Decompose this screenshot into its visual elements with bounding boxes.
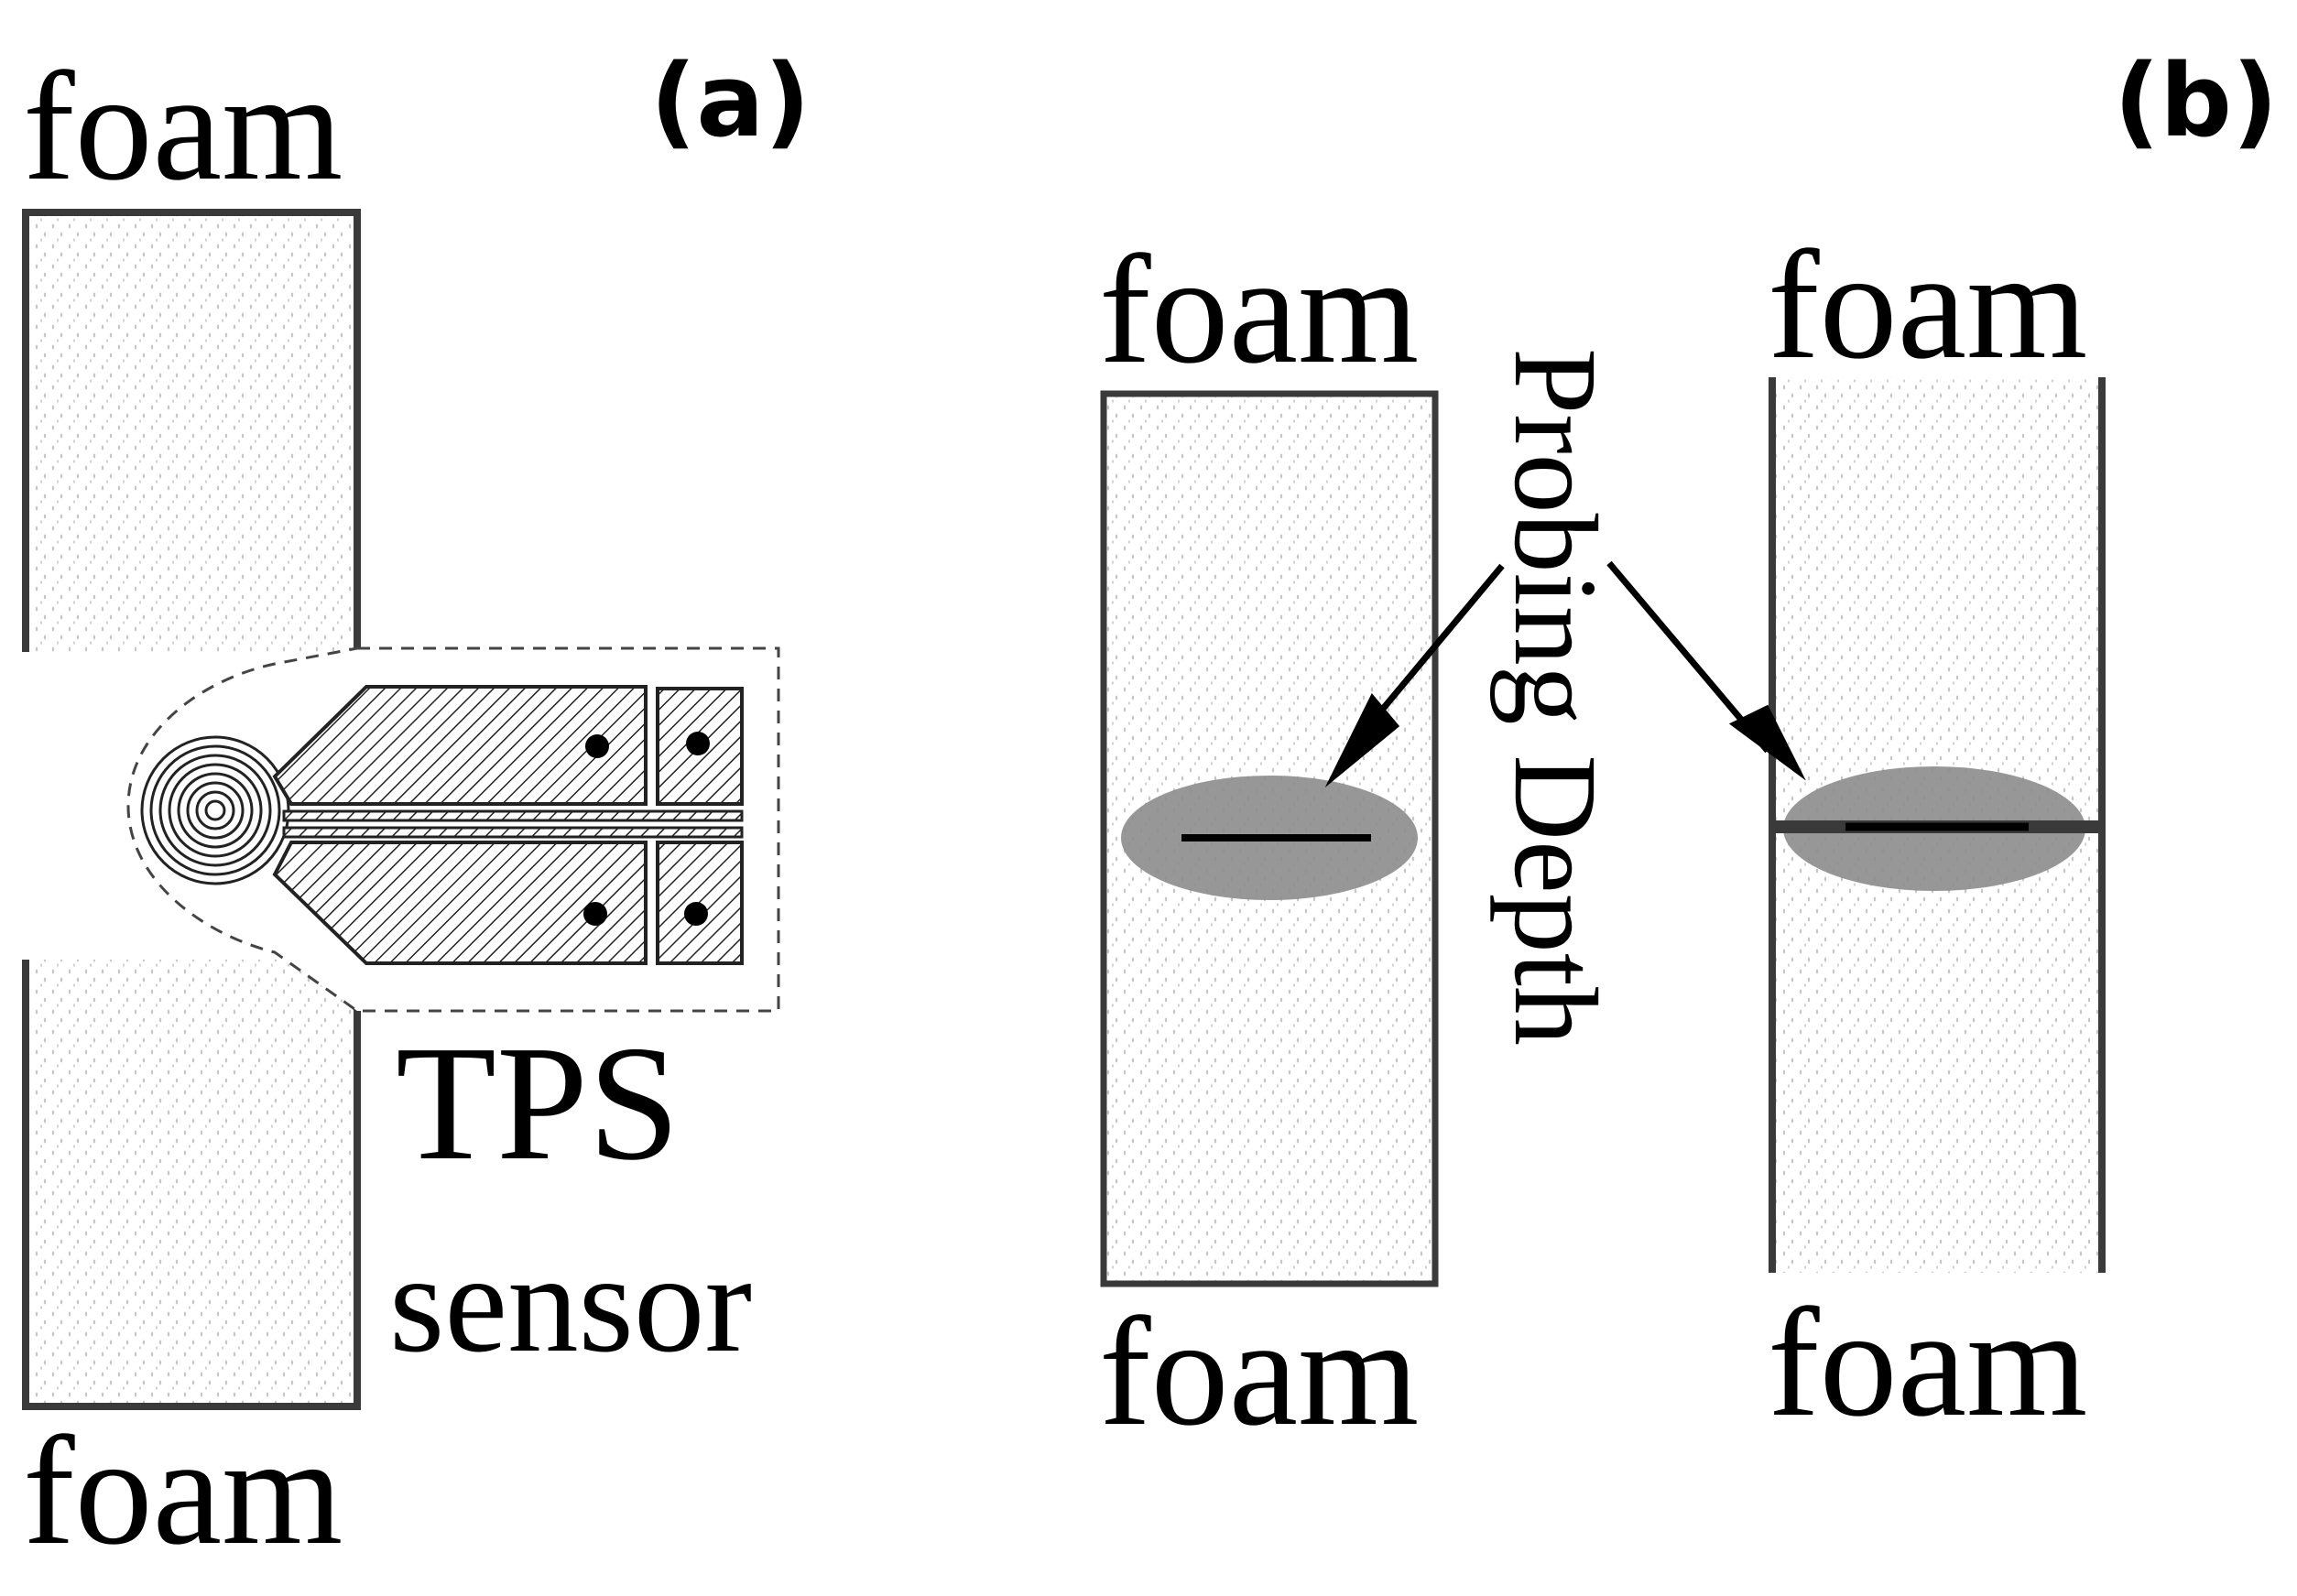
panel-a-top-foam-label: foam: [23, 40, 343, 212]
panel-a-upper-foam-block: [22, 209, 361, 652]
sensor-lower-lead: [272, 841, 648, 965]
panel-b-left-bottom-foam-label: foam: [1099, 1286, 1419, 1458]
probing-depth-label: Probing Depth: [1489, 348, 1621, 1046]
panel-a: (a) foam: [22, 40, 811, 1577]
sensor-label: sensor: [389, 1224, 752, 1382]
panel-b: (b) foam foam foam foam Probing Depth: [1099, 42, 2278, 1458]
contact-dot: [684, 902, 708, 926]
contact-dot: [585, 734, 609, 758]
sensor-pad-top: [656, 687, 744, 806]
panel-a-lower-foam-block: [22, 960, 361, 1410]
panel-a-bottom-foam-label: foam: [23, 1405, 343, 1577]
panel-a-label: (a): [650, 42, 811, 159]
sensor-upper-lead: [272, 685, 648, 806]
panel-b-right-bottom-foam-label: foam: [1768, 1276, 2087, 1449]
contact-dot: [686, 732, 710, 755]
panel-b-right-top-foam-label: foam: [1768, 219, 2087, 391]
sensor-spiral: [140, 735, 290, 885]
probing-depth-arrows: [1324, 560, 1806, 788]
tps-label: TPS: [396, 1012, 680, 1194]
panel-b-label: (b): [2114, 42, 2278, 159]
tps-sensor: [126, 646, 780, 1013]
panel-b-left-top-foam-label: foam: [1099, 223, 1419, 396]
contact-dot: [583, 902, 607, 926]
